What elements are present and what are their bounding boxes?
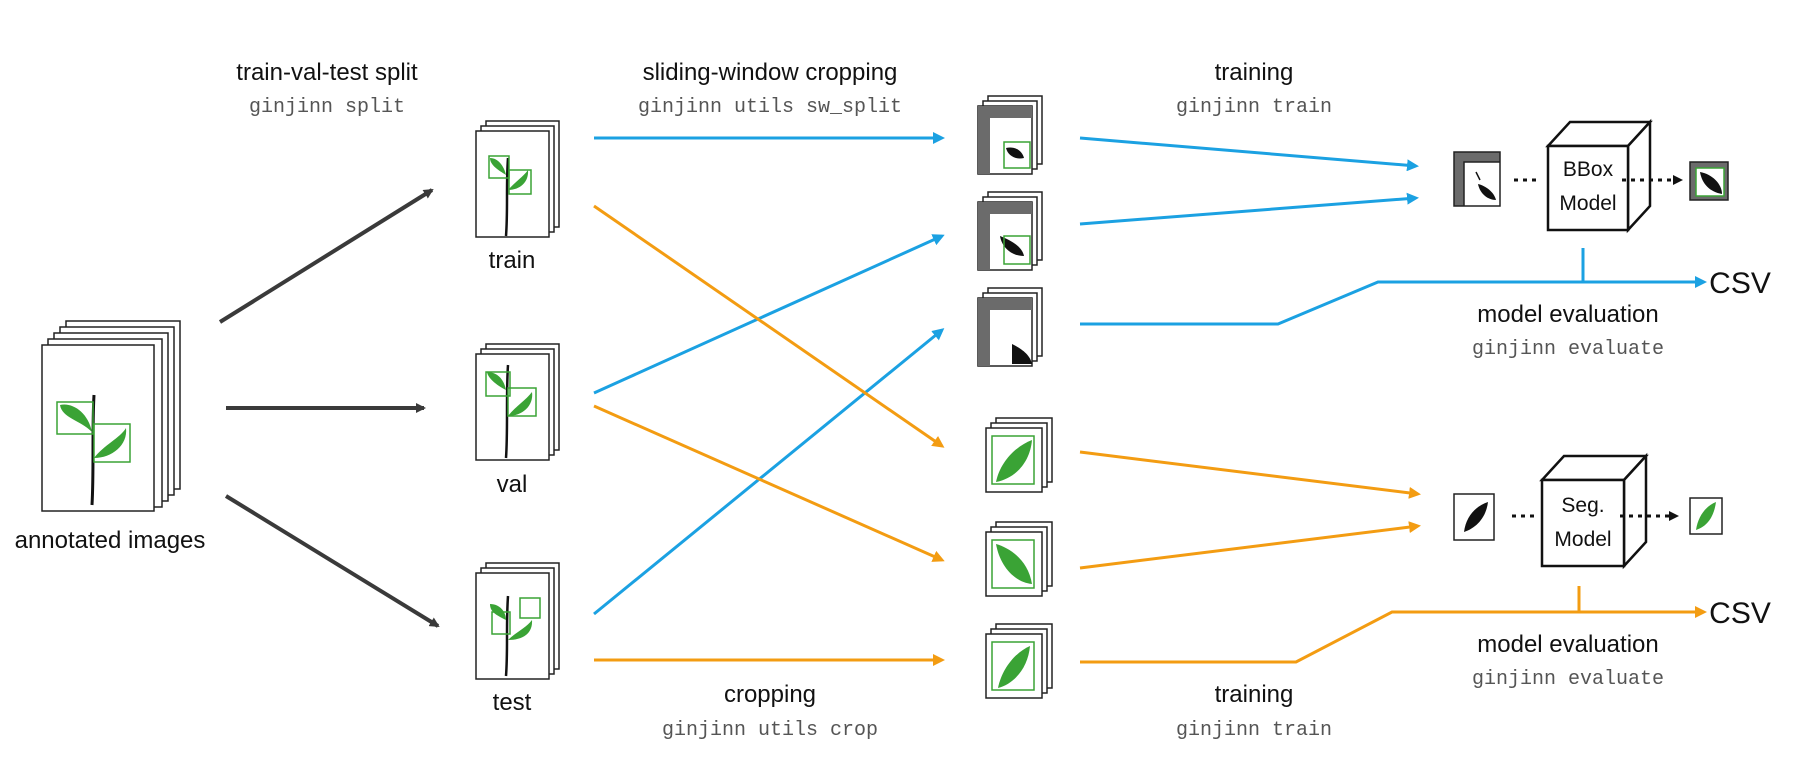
arrow-blue-train-2 xyxy=(1079,192,1419,226)
bbox-crop-stack-2 xyxy=(977,191,1043,271)
seg-output-thumb xyxy=(1689,497,1723,535)
seg-input-thumb xyxy=(1453,493,1495,541)
train-label: train xyxy=(489,247,536,274)
leaf-icon xyxy=(94,428,127,458)
arrow-blue-train-1 xyxy=(1079,136,1419,172)
cropping-command: ginjinn utils crop xyxy=(662,719,878,742)
bbox-model-cube: BBox Model xyxy=(1545,118,1653,234)
seg-crop-stack-1 xyxy=(985,417,1053,493)
arrow-blue-val xyxy=(593,234,945,395)
arrow-orange-train xyxy=(593,204,945,448)
bbox-crop-stack-1 xyxy=(977,95,1043,175)
bbox-input-thumb xyxy=(1453,151,1501,207)
eval-top-title: model evaluation xyxy=(1477,301,1658,328)
arrow-blue-test xyxy=(593,328,945,616)
training-top-command: ginjinn train xyxy=(1176,96,1332,119)
annotated-images-label: annotated images xyxy=(15,527,206,554)
arrow-blue-eval xyxy=(1080,276,1707,326)
bbox-output-thumb xyxy=(1689,161,1729,201)
eval-bottom-title: model evaluation xyxy=(1477,631,1658,658)
arrow-orange-train-1 xyxy=(1079,450,1421,499)
seg-crop-stack-3 xyxy=(985,623,1053,699)
train-stack xyxy=(475,120,560,238)
sliding-title: sliding-window cropping xyxy=(643,59,898,86)
training-top-title: training xyxy=(1215,59,1294,86)
eval-top-command: ginjinn evaluate xyxy=(1472,338,1664,361)
seg-model-line2: Model xyxy=(1554,528,1611,551)
split-title: train-val-test split xyxy=(236,59,418,86)
csv-output-top: CSV xyxy=(1709,267,1771,300)
sliding-command: ginjinn utils sw_split xyxy=(638,96,902,119)
arrow-to-train xyxy=(218,188,434,324)
training-bottom-command: ginjinn train xyxy=(1176,719,1332,742)
training-bottom-title: training xyxy=(1215,681,1294,708)
split-command: ginjinn split xyxy=(249,96,405,119)
bbox-crop-stack-3 xyxy=(977,287,1043,367)
seg-crop-stack-2 xyxy=(985,521,1053,597)
leaf-icon xyxy=(60,404,92,432)
seg-model-line1: Seg. xyxy=(1561,494,1604,517)
arrow-orange-eval xyxy=(1080,606,1707,664)
arrow-orange-val xyxy=(593,404,945,562)
arrow-to-test xyxy=(224,494,440,628)
test-label: test xyxy=(493,689,532,716)
arrow-orange-train-2 xyxy=(1079,521,1421,570)
csv-output-bottom: CSV xyxy=(1709,597,1771,630)
val-label: val xyxy=(497,471,528,498)
bbox-model-line1: BBox xyxy=(1563,158,1614,181)
bbox-model-line2: Model xyxy=(1559,192,1616,215)
cropping-title: cropping xyxy=(724,681,816,708)
test-stack xyxy=(475,562,560,680)
val-stack xyxy=(475,343,560,461)
seg-model-cube: Seg. Model xyxy=(1539,452,1649,570)
eval-bottom-command: ginjinn evaluate xyxy=(1472,668,1664,691)
annotated-images-stack xyxy=(41,320,181,512)
